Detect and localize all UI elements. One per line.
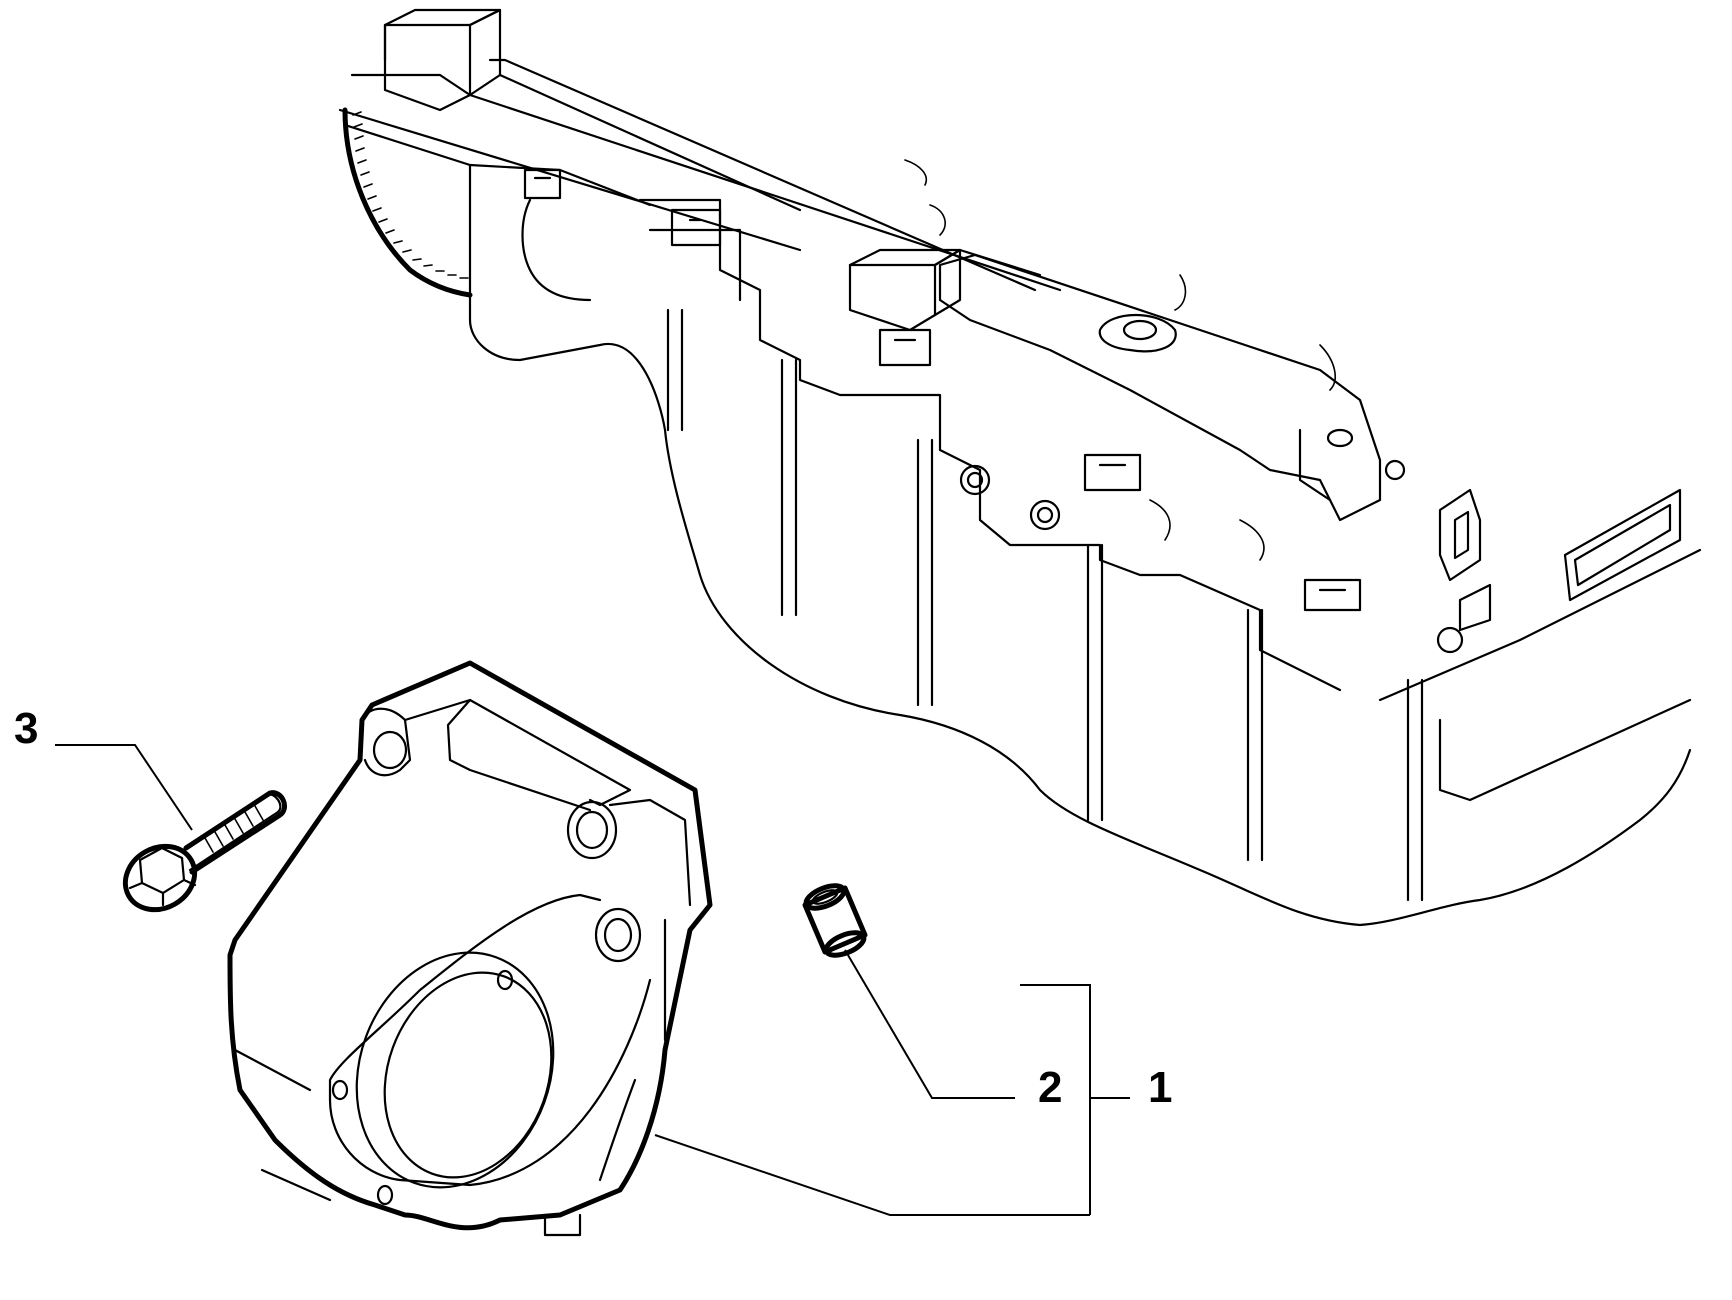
callout-labels: 3 2 1 [14, 704, 1172, 1112]
leader-line-2 [844, 949, 1015, 1099]
callout-label-1: 1 [1148, 1063, 1172, 1112]
engine-block [338, 8, 1702, 927]
leader-line-1 [654, 1134, 1090, 1216]
group-bracket [1020, 984, 1091, 1215]
callout-label-2: 2 [1038, 1063, 1062, 1112]
leader-line-3 [55, 744, 193, 831]
leader-lines [55, 744, 1130, 1216]
callout-label-3: 3 [14, 704, 38, 753]
flange-bolt-part-3 [122, 790, 287, 913]
dowel-sleeve-part-2 [802, 883, 868, 958]
pump-housing-part-1 [227, 660, 713, 1237]
